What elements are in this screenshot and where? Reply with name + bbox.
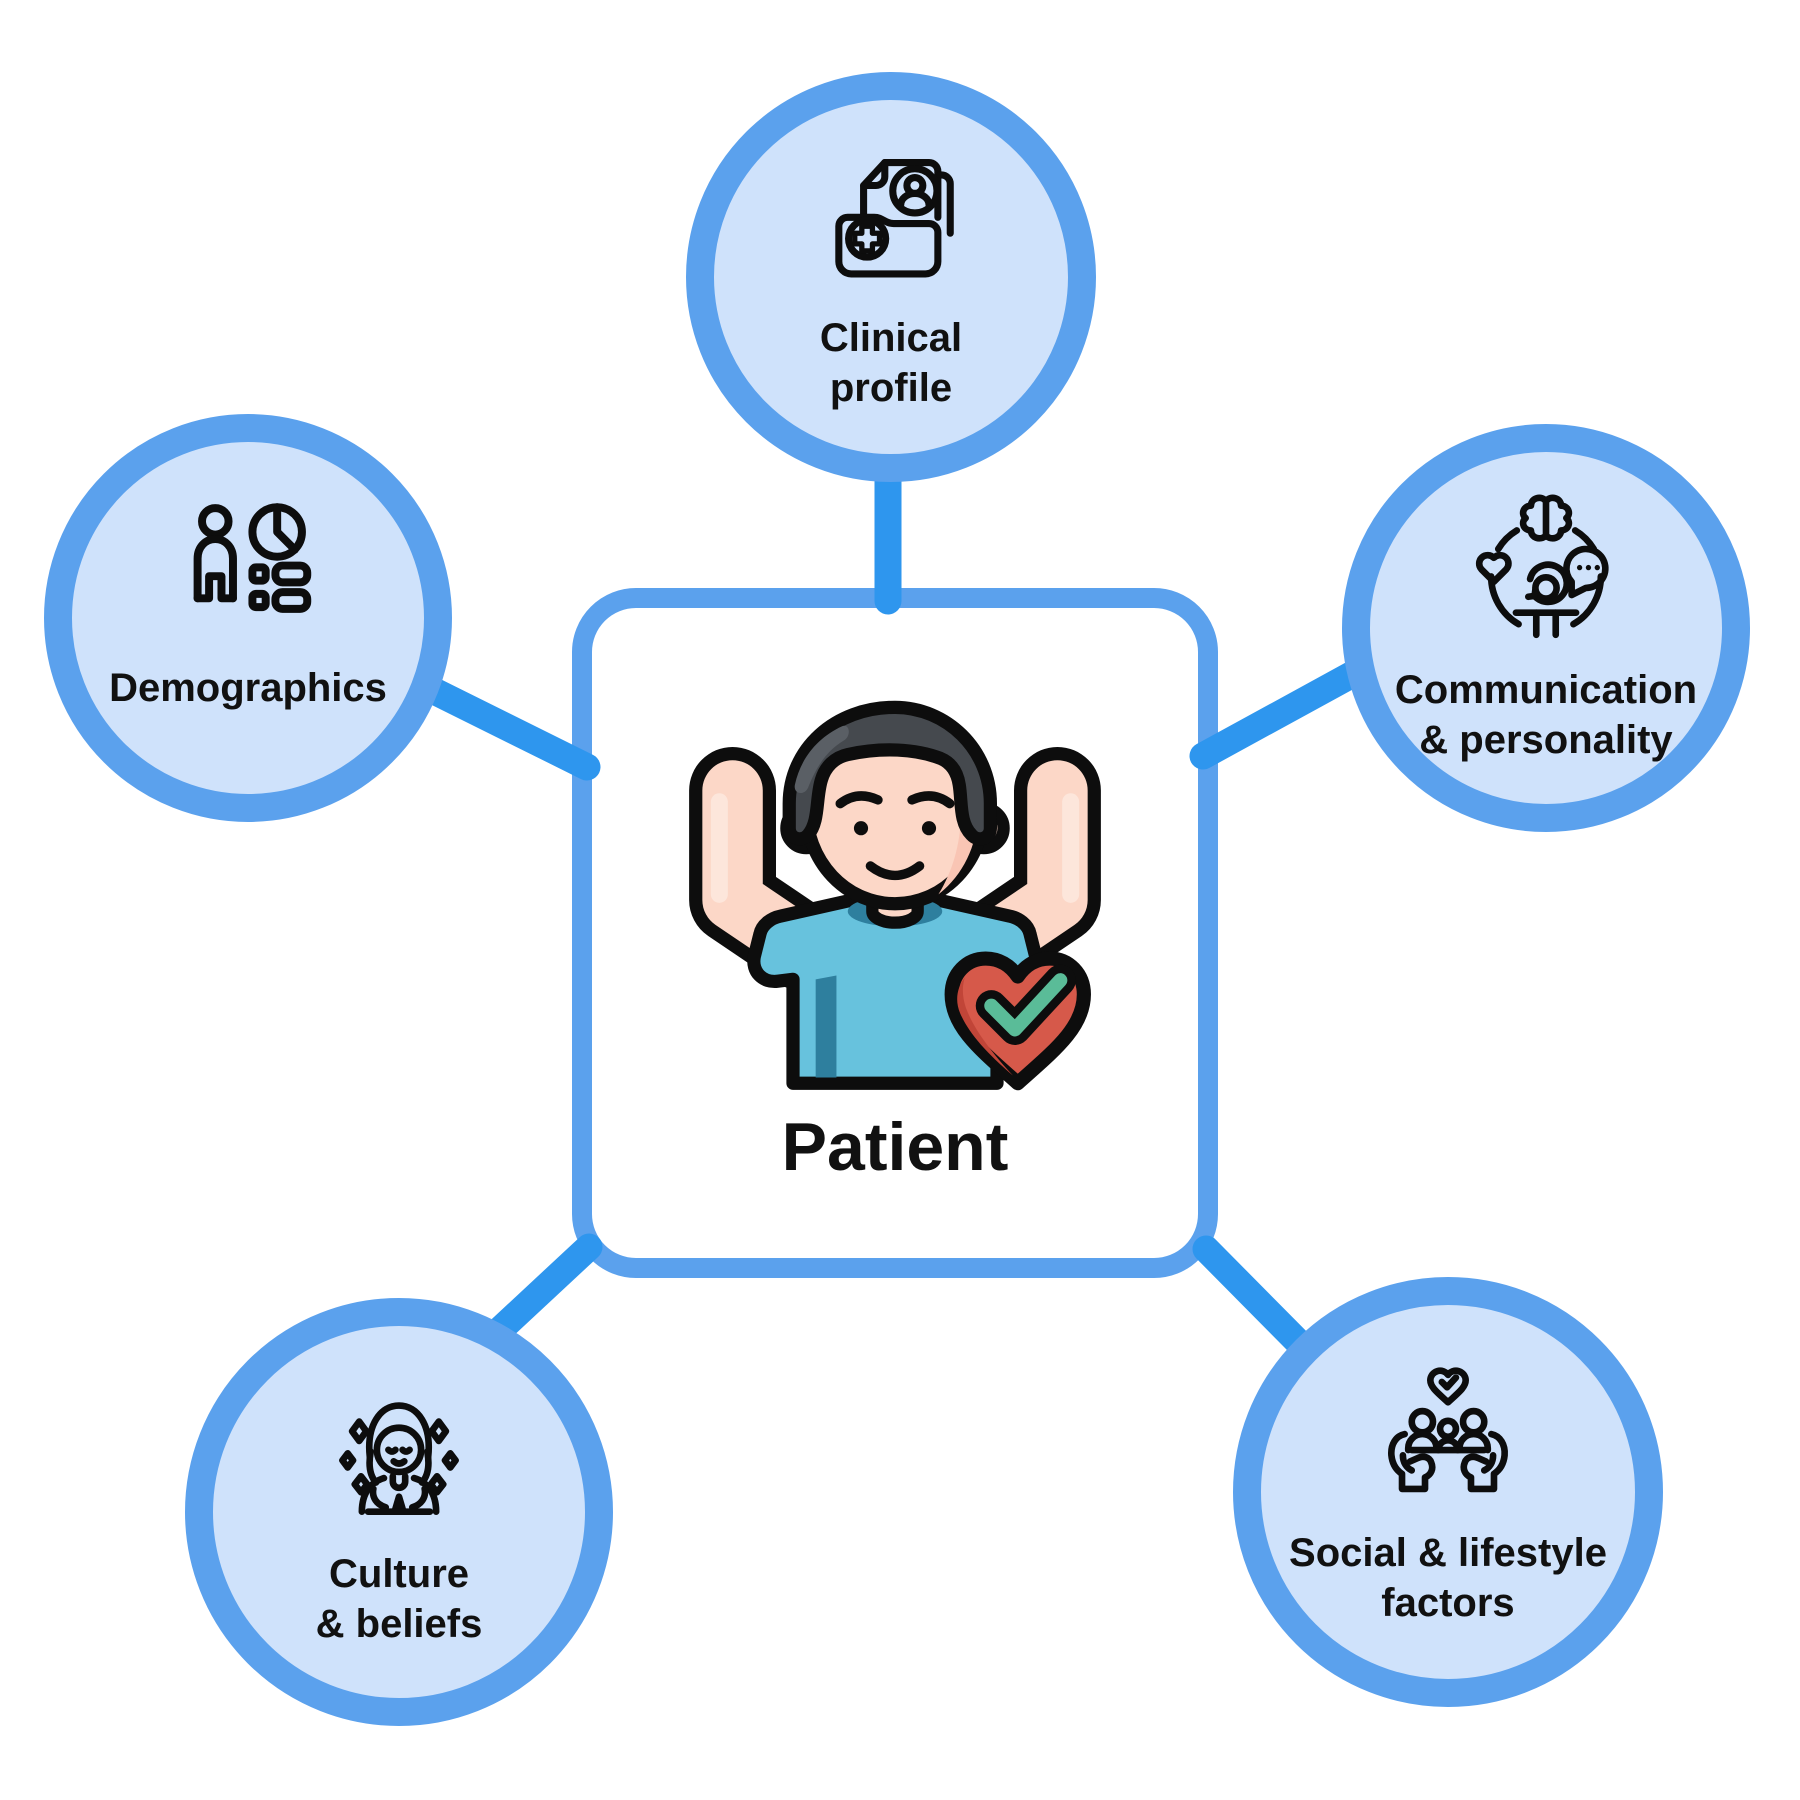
node-label: Social & lifestyle factors	[1289, 1529, 1607, 1628]
node-label: Communication & personality	[1395, 666, 1697, 765]
node-label-line1: Clinical	[819, 316, 963, 360]
connector-communication	[1189, 655, 1376, 770]
node-demographics: Demographics	[44, 414, 452, 822]
node-communication-personality: Communication & personality	[1342, 424, 1750, 832]
center-node-label: Patient	[781, 1108, 1009, 1185]
node-label-line1: Communication	[1394, 668, 1698, 712]
node-label: Demographics	[109, 664, 387, 714]
node-label-line2: factors	[1381, 1580, 1515, 1625]
person-pie-chart-icon	[193, 503, 312, 613]
node-label-line1: Social & lifestyle	[1289, 1531, 1607, 1575]
node-label: Clinical profile	[820, 314, 962, 413]
connector-demographics	[414, 674, 601, 781]
node-label-line1: Demographics	[109, 666, 387, 710]
node-social-lifestyle-factors: Social & lifestyle factors	[1233, 1277, 1663, 1707]
meditating-person-icon	[339, 1402, 459, 1516]
node-culture-beliefs: Culture & beliefs	[185, 1298, 613, 1726]
mind-communication-globe-icon	[1475, 494, 1609, 639]
node-clinical-profile: Clinical profile	[686, 72, 1096, 482]
node-label-line2: & personality	[1419, 717, 1673, 762]
node-label-line2: & beliefs	[315, 1601, 483, 1646]
patient-illustration	[689, 700, 1101, 1091]
connector-social	[1192, 1235, 1318, 1362]
hands-holding-community-icon	[1388, 1367, 1508, 1493]
node-label: Culture & beliefs	[316, 1550, 483, 1649]
medical-records-folder-icon	[835, 158, 954, 278]
node-label-line2: profile	[829, 365, 953, 410]
center-node-patient: Patient	[572, 588, 1218, 1278]
node-label-line1: Culture	[329, 1552, 469, 1596]
